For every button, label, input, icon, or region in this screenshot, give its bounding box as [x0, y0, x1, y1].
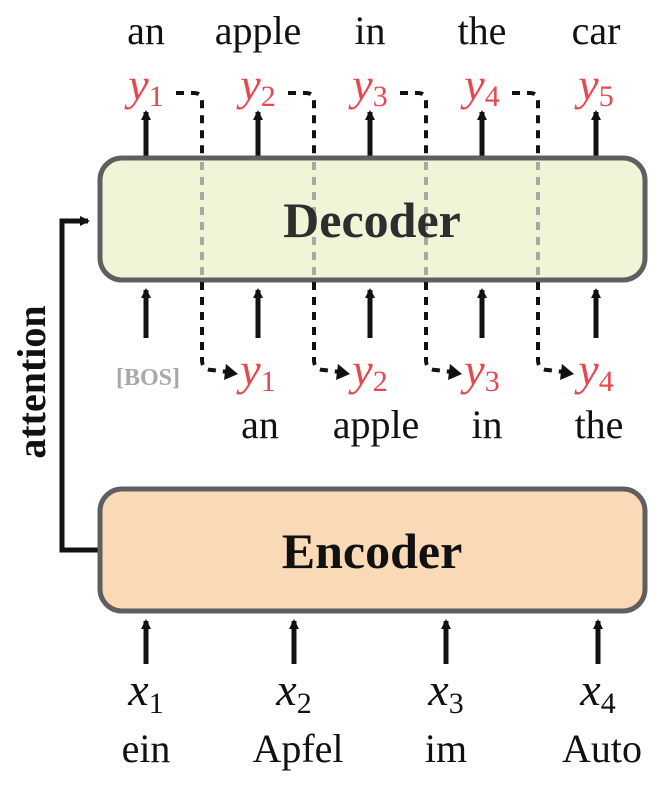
attention-label: attention: [9, 305, 54, 458]
feedback-connector: [200, 282, 229, 374]
feedback-connector: [512, 91, 540, 155]
output-word: apple: [215, 8, 302, 53]
input-word: Apfel: [252, 726, 343, 771]
input-token: x4: [579, 664, 615, 720]
input-token: x1: [127, 664, 163, 720]
decoder-input-token: y3: [460, 344, 499, 398]
output-token: y5: [574, 59, 613, 113]
output-token: y2: [236, 59, 275, 113]
decoder-input-word: in: [471, 402, 502, 447]
encoder-box: [97, 486, 648, 614]
input-word: im: [425, 726, 467, 771]
output-word: in: [354, 8, 385, 53]
feedback-arrowhead: [224, 364, 238, 380]
decoder-input-token: y1: [236, 344, 275, 398]
feedback-connector: [424, 282, 453, 374]
decoder-input-token: y4: [574, 344, 613, 398]
decoder-label: Decoder: [283, 192, 461, 248]
decoder-input-word: apple: [333, 402, 420, 447]
feedback-arrowhead: [336, 364, 350, 380]
feedback-arrowhead: [448, 364, 462, 380]
output-word: the: [458, 8, 507, 53]
bos-token: [BOS]: [116, 365, 180, 391]
feedback-connector: [400, 91, 428, 155]
attention-connector: [59, 216, 100, 553]
feedback-connector: [176, 91, 204, 155]
output-token: y3: [348, 59, 387, 113]
decoder-input-token: y2: [348, 344, 387, 398]
input-token: x3: [427, 664, 463, 720]
output-word: an: [127, 8, 165, 53]
output-token: y4: [460, 59, 499, 113]
decoder-box: [97, 155, 648, 283]
decoder-input-word: the: [575, 402, 624, 447]
decoder-input-word: an: [241, 402, 279, 447]
input-word: Auto: [562, 726, 642, 771]
output-token: y1: [124, 59, 163, 113]
feedback-connector: [536, 282, 565, 374]
feedback-connector: [288, 91, 316, 155]
input-word: ein: [122, 726, 171, 771]
input-token: x2: [275, 664, 311, 720]
output-word: car: [572, 8, 621, 53]
encoder-label: Encoder: [282, 523, 463, 579]
feedback-connector: [312, 282, 341, 374]
feedback-arrowhead: [560, 364, 574, 380]
